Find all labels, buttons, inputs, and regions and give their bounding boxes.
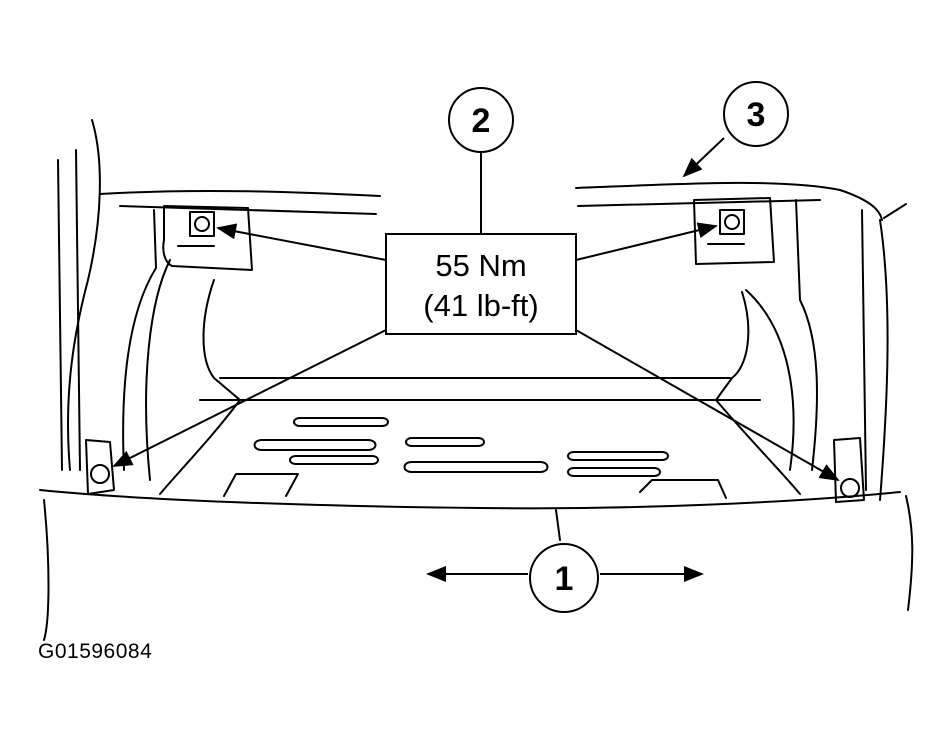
left-lower-bracket xyxy=(85,439,115,495)
floor-slot-6 xyxy=(567,451,669,461)
floor-slot-1 xyxy=(293,417,389,427)
floor-pocket-right xyxy=(639,479,727,499)
right-bolt-head-square xyxy=(719,209,745,235)
floor-slot-5 xyxy=(403,461,549,473)
callout-3-leader xyxy=(682,137,725,178)
left-bracket-plate xyxy=(162,205,253,271)
cushion-front-bottom xyxy=(43,499,50,641)
right-seatback-side-inner xyxy=(745,289,795,471)
leader-to-right-lower-bolt xyxy=(575,329,840,481)
left-frame-line-inner xyxy=(75,149,81,471)
cushion-split xyxy=(555,509,561,541)
torque-spec-box xyxy=(385,233,577,335)
left-frame-line xyxy=(57,159,63,471)
left-seatback-side-inner xyxy=(145,259,171,481)
right-seatback-bolster xyxy=(715,291,750,401)
right-upper-bolt xyxy=(724,214,740,230)
seat-back-top-inner-right xyxy=(577,199,821,207)
leader-to-left-lower-bolt xyxy=(112,329,387,467)
callout-3-label: 3 xyxy=(747,96,766,134)
right-lower-bracket xyxy=(833,437,865,503)
floor-slot-2 xyxy=(253,439,377,451)
callout-3-circle xyxy=(723,81,789,147)
left-pillar-outline xyxy=(67,119,101,471)
floor-slot-3 xyxy=(289,455,379,465)
callout-2-circle xyxy=(448,87,514,153)
leader-to-right-upper-bolt xyxy=(575,222,718,261)
torque-imperial: (41 lb-ft) xyxy=(423,288,538,323)
right-lower-bolt xyxy=(840,478,860,498)
floor-slot-4 xyxy=(405,437,485,447)
left-bolt-head-square xyxy=(189,211,215,237)
floor-slot-7 xyxy=(567,467,661,477)
seat-floor-right-edge xyxy=(715,399,801,495)
left-upper-bolt xyxy=(194,216,210,232)
left-seatback-side xyxy=(122,209,157,471)
cushion-front-top xyxy=(39,489,901,510)
torque-metric: 55 Nm xyxy=(435,248,526,283)
left-seatback-bolster xyxy=(202,279,241,401)
callout-2-label: 2 xyxy=(472,102,491,140)
callout-1-circle xyxy=(529,543,599,613)
right-bracket-plate xyxy=(693,197,775,265)
callout-1-label: 1 xyxy=(555,560,574,598)
seat-back-top-frame-right xyxy=(575,181,883,221)
seat-back-top-frame xyxy=(99,189,381,197)
figure-id: G01596084 xyxy=(38,640,153,663)
leader-to-left-upper-bolt xyxy=(216,223,387,261)
floor-pocket-left xyxy=(223,473,299,497)
right-pillar-outline xyxy=(879,219,889,501)
left-lower-bolt xyxy=(90,464,110,484)
right-frame-line xyxy=(861,209,867,491)
cushion-right-side xyxy=(905,495,914,611)
right-seatback-side xyxy=(795,199,818,471)
right-strap-line xyxy=(883,203,907,219)
seat-floor-left-edge xyxy=(159,399,241,495)
